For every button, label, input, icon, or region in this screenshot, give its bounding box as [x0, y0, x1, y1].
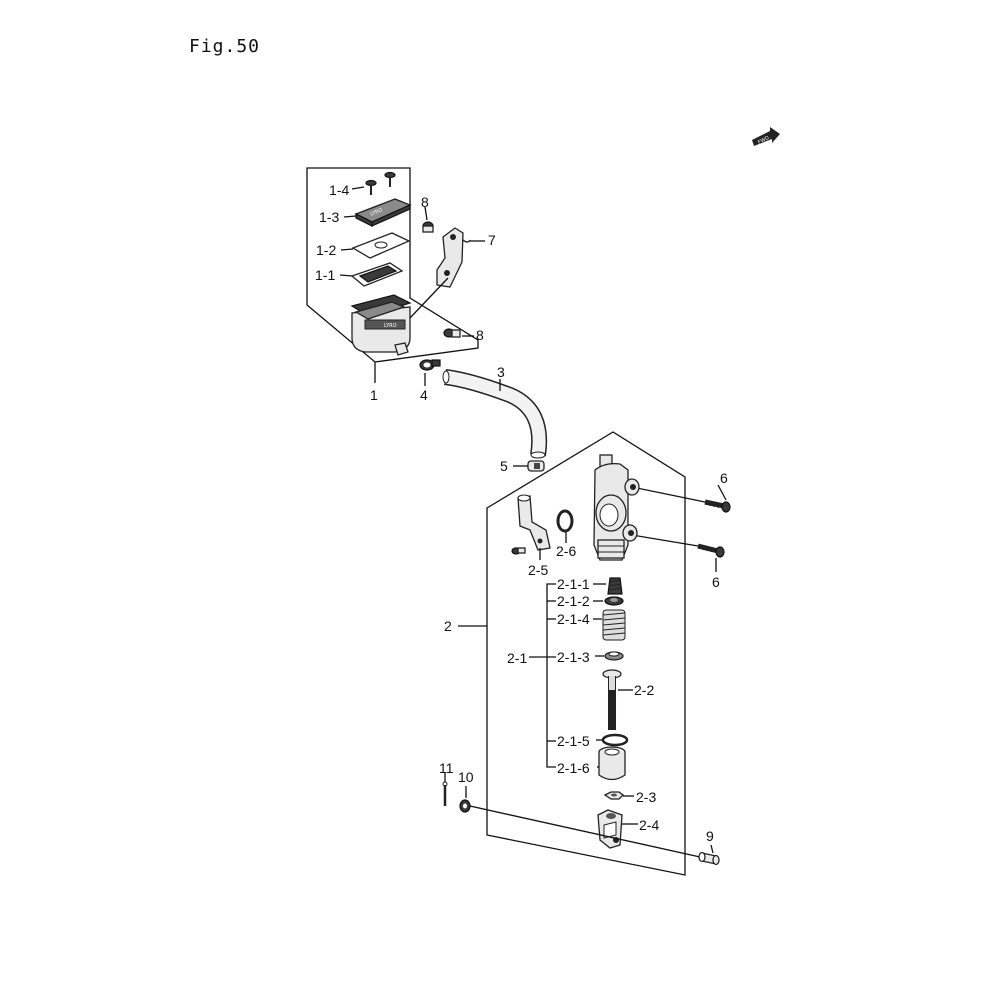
dust-boot-2-1-6-icon	[598, 746, 626, 781]
callout-1-4: 1-4	[329, 182, 350, 198]
clevis-2-4-icon	[597, 809, 623, 849]
bolt-8-lower-icon	[443, 328, 461, 338]
bolt-6-lower-icon	[697, 543, 725, 558]
diaphragm-1-1-icon	[350, 262, 404, 287]
primary-cup-2-1-3-icon	[604, 651, 624, 661]
callout-8-upper: 8	[421, 194, 429, 210]
screw-1-4-icon	[365, 171, 396, 195]
callout-2-1-4: 2-1-4	[557, 611, 590, 627]
callout-11: 11	[439, 760, 454, 776]
lock-nut-2-3-icon	[603, 791, 624, 800]
callout-7: 7	[488, 232, 496, 248]
callout-2-1-2: 2-1-2	[557, 593, 590, 609]
callout-2-1-1: 2-1-1	[557, 576, 590, 592]
callout-6-upper: 6	[720, 470, 728, 486]
master-cylinder-reservoir-1-icon: LYRO	[350, 294, 412, 356]
washer-2-1-2-icon	[604, 596, 624, 606]
push-rod-2-2-icon	[602, 669, 622, 730]
callout-2-1-3: 2-1-3	[557, 649, 590, 665]
inlet-fitting-2-5-icon	[511, 494, 551, 555]
o-ring-2-6-icon	[556, 509, 574, 533]
callout-2-6: 2-6	[556, 543, 577, 559]
callout-2: 2	[444, 618, 452, 634]
callout-2-5: 2-5	[528, 562, 549, 578]
diaphragm-plate-1-2-icon	[351, 232, 411, 259]
reservoir-hose-3-icon	[442, 369, 548, 459]
group-2-outline	[486, 431, 686, 876]
callout-6-lower: 6	[712, 574, 720, 590]
fwd-badge-text: FWD	[757, 135, 770, 145]
return-spring-2-1-4-icon	[602, 609, 626, 641]
bolt-6-upper-icon	[704, 499, 731, 513]
circlip-2-1-5-icon	[601, 733, 629, 747]
callout-1-3: 1-3	[319, 209, 340, 225]
callout-1: 1	[370, 387, 378, 403]
callout-2-2: 2-2	[634, 682, 655, 698]
callout-3: 3	[497, 364, 505, 380]
svg-text:LYRO: LYRO	[384, 323, 397, 329]
callout-2-1: 2-1	[507, 650, 528, 666]
callout-2-3: 2-3	[636, 789, 657, 805]
callout-10: 10	[458, 769, 474, 785]
bracket-7-icon	[436, 227, 471, 288]
cotter-pin-11-icon	[442, 781, 448, 806]
washer-10-icon	[459, 799, 471, 813]
callout-2-1-5: 2-1-5	[557, 733, 590, 749]
callout-1-1: 1-1	[315, 267, 336, 283]
spring-2-1-1-icon	[607, 577, 623, 595]
callout-8-lower: 8	[476, 327, 484, 343]
group-1-outline	[306, 167, 479, 363]
callout-9: 9	[706, 828, 714, 844]
forward-direction-arrow-icon: FWD	[752, 127, 780, 146]
callout-4: 4	[420, 387, 428, 403]
clevis-pin-9-icon	[698, 851, 720, 866]
piston-assembly-2-1-bracket	[546, 583, 556, 768]
figure-title: Fig.50	[189, 36, 261, 57]
reservoir-cap-1-3-icon: LYRO	[354, 198, 412, 227]
callout-2-4: 2-4	[639, 817, 660, 833]
bolt-8-upper-icon	[422, 221, 434, 233]
callout-1-2: 1-2	[316, 242, 337, 258]
callout-2-1-6: 2-1-6	[557, 760, 590, 776]
hose-clip-5-icon	[527, 460, 545, 472]
master-cylinder-body-icon	[593, 454, 640, 561]
hose-clamp-4-icon	[419, 359, 441, 371]
svg-text:LYRO: LYRO	[370, 207, 384, 217]
callout-5: 5	[500, 458, 508, 474]
